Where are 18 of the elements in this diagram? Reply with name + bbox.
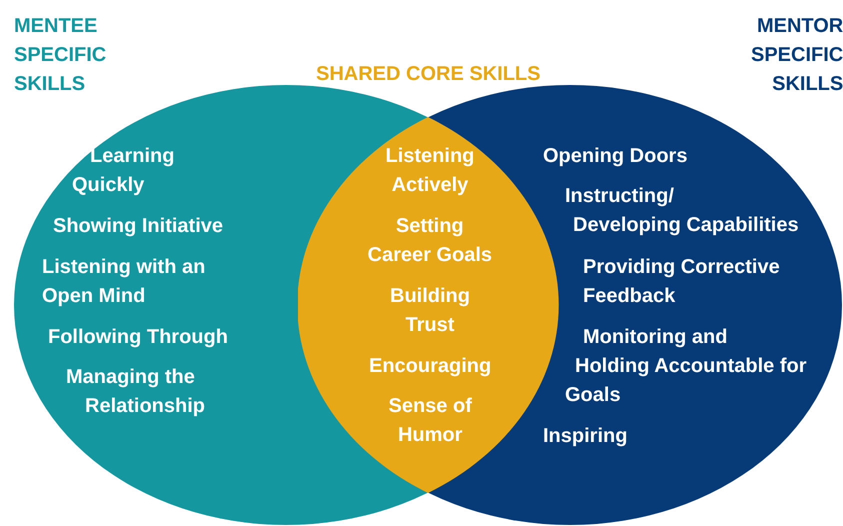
section-heading: SHARED CORE SKILLS	[316, 62, 540, 87]
skill-text: Listening Actively	[386, 144, 474, 198]
skill-text: Listening with an Open Mind	[42, 255, 206, 309]
skill-text: Providing Corrective Feedback	[583, 255, 780, 309]
skill-text: Inspiring	[543, 424, 628, 449]
skill-text: Setting Career Goals	[368, 214, 492, 268]
skill-text: Building Trust	[390, 284, 470, 338]
skill-text: Monitoring and Holding Accountable for Goals	[565, 325, 806, 408]
section-heading: MENTOR SPECIFIC SKILLS	[751, 14, 843, 97]
section-heading: MENTEE SPECIFIC SKILLS	[14, 14, 106, 97]
skill-text: Following Through	[48, 325, 228, 350]
skill-text: Opening Doors	[543, 144, 688, 169]
skill-text: Sense of Humor	[388, 394, 472, 448]
skill-text: Encouraging	[369, 354, 492, 379]
skill-text: Learning Quickly	[72, 144, 174, 198]
skill-text: Showing Initiative	[53, 214, 224, 239]
skill-text: Managing the Relationship	[66, 365, 206, 419]
skill-text: Instructing/ Developing Capabilities	[565, 184, 799, 238]
